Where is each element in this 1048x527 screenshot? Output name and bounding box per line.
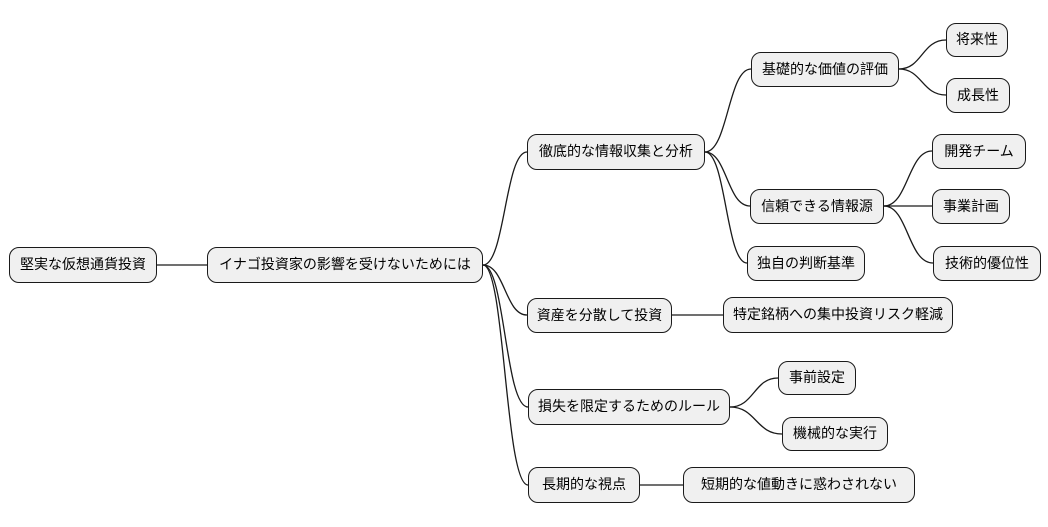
edge-reliable-to-dev-team xyxy=(883,150,933,207)
edge-research-to-own-criteria xyxy=(704,151,748,264)
mindmap-node-solid-crypto-investment[interactable]: 堅実な仮想通貨投資 xyxy=(9,247,157,283)
mindmap-node-long-term-view[interactable]: 長期的な視点 xyxy=(528,467,640,503)
edge-reliable-to-technical xyxy=(883,205,934,264)
mindmap-node-business-plan[interactable]: 事業計画 xyxy=(932,189,1010,224)
mindmap-node-ignore-short-term-moves[interactable]: 短期的な値動きに惑わされない xyxy=(683,467,915,503)
edge-avoid-herd-to-diversify xyxy=(482,264,528,316)
edge-avoid-herd-to-loss-rules xyxy=(482,264,529,408)
mindmap-node-own-criteria[interactable]: 独自の判断基準 xyxy=(747,246,865,281)
edge-loss-rules-to-mechanical xyxy=(729,406,783,435)
edge-fundamental-to-future xyxy=(898,39,947,70)
mindmap-node-avoid-herd-investors[interactable]: イナゴ投資家の影響を受けないためには xyxy=(207,247,483,283)
mindmap-node-future-potential[interactable]: 将来性 xyxy=(946,23,1008,57)
mindmap-node-technical-advantage[interactable]: 技術的優位性 xyxy=(933,246,1041,281)
mindmap-node-loss-limit-rules[interactable]: 損失を限定するためのルール xyxy=(528,389,730,425)
mindmap-node-preset[interactable]: 事前設定 xyxy=(778,361,856,395)
edge-avoid-herd-to-research xyxy=(482,151,528,266)
edge-avoid-herd-to-long-term xyxy=(482,264,529,486)
mindmap-node-fundamental-value[interactable]: 基礎的な価値の評価 xyxy=(751,52,899,87)
edge-loss-rules-to-preset xyxy=(729,377,779,408)
mindmap-node-diversify-assets[interactable]: 資産を分散して投資 xyxy=(527,298,672,333)
edge-research-to-fundamental xyxy=(704,68,752,153)
mindmap-node-mechanical-execution[interactable]: 機械的な実行 xyxy=(782,417,888,451)
mindmap-node-reliable-sources[interactable]: 信頼できる情報源 xyxy=(750,189,884,224)
mindmap-node-concentration-risk[interactable]: 特定銘柄への集中投資リスク軽減 xyxy=(723,297,953,333)
mindmap-node-dev-team[interactable]: 開発チーム xyxy=(932,134,1026,169)
edge-fundamental-to-growth xyxy=(898,68,947,96)
mindmap-node-thorough-research[interactable]: 徹底的な情報収集と分析 xyxy=(527,134,705,170)
edge-research-to-reliable xyxy=(704,151,751,207)
mindmap-node-growth-potential[interactable]: 成長性 xyxy=(946,78,1010,113)
